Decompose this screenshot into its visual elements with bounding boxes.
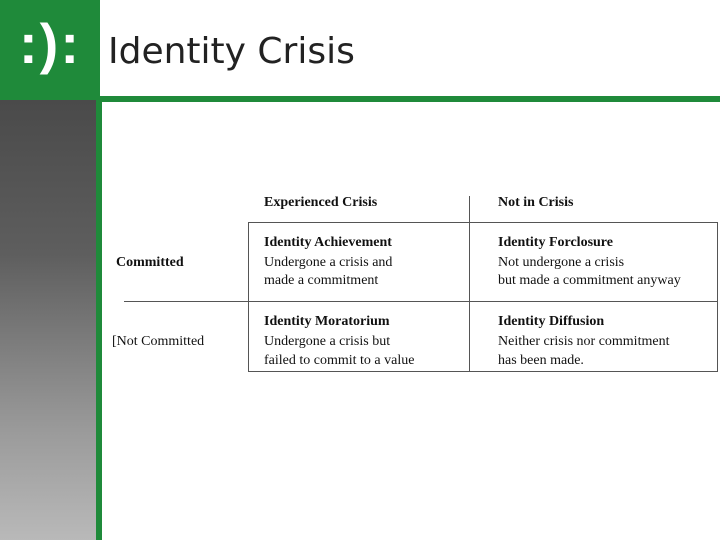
header-divider-line	[469, 196, 470, 222]
column-header-experienced-crisis: Experienced Crisis	[264, 195, 378, 210]
logo-smiley: :):	[19, 12, 81, 75]
cell-line: Undergone a crisis but	[264, 334, 391, 349]
cell-heading-identity-achievement: Identity Achievement	[264, 235, 392, 250]
title-underline-bar	[100, 96, 720, 102]
grid-bottom-line	[248, 371, 718, 372]
grid-top-line	[248, 222, 718, 223]
cell-line: made a commitment	[264, 273, 379, 288]
cell-line: Not undergone a crisis	[498, 255, 625, 270]
cell-line: Neither crisis nor commitment	[498, 334, 670, 349]
row-label-not-committed: [Not Committed	[112, 334, 205, 349]
sidebar-panel	[0, 100, 96, 540]
grid-left-line	[248, 222, 249, 372]
column-header-not-in-crisis: Not in Crisis	[498, 195, 574, 210]
grid-right-line	[717, 222, 718, 372]
slide-title: Identity Crisis	[108, 31, 355, 72]
cell-heading-identity-forclosure: Identity Forclosure	[498, 235, 613, 250]
logo: :):	[0, 0, 100, 100]
cell-line: Undergone a crisis and	[264, 255, 393, 270]
cell-heading-identity-moratorium: Identity Moratorium	[264, 314, 390, 329]
row-label-committed: Committed	[116, 255, 184, 270]
sidebar-accent-stripe	[96, 100, 102, 540]
cell-line: has been made.	[498, 353, 584, 368]
cell-heading-identity-diffusion: Identity Diffusion	[498, 314, 605, 329]
row-divider-line	[124, 301, 718, 302]
cell-line: but made a commitment anyway	[498, 273, 681, 288]
cell-line: failed to commit to a value	[264, 353, 415, 368]
grid-middle-line	[469, 222, 470, 372]
